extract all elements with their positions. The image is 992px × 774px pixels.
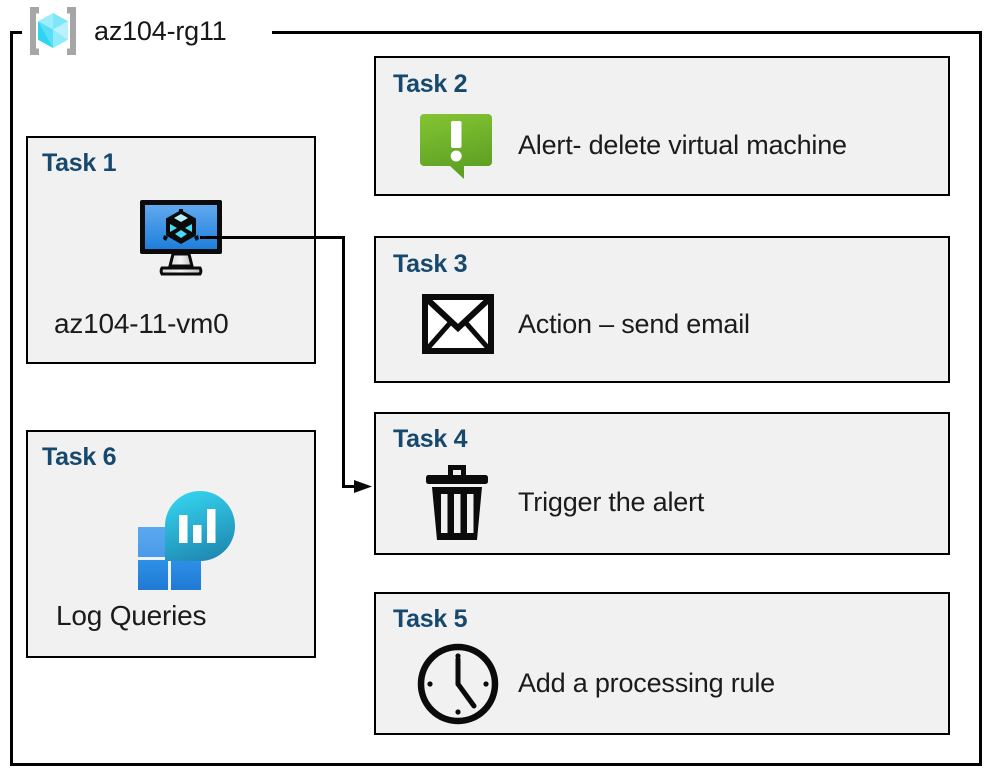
task5-caption: Add a processing rule [518, 668, 775, 698]
card-task3[interactable]: Task 3 Action – send email [374, 236, 950, 383]
resource-group-title: az104-rg11 [94, 15, 227, 46]
task2-label: Task 2 [393, 70, 468, 98]
log-analytics-icon [132, 487, 242, 592]
task3-label: Task 3 [393, 250, 468, 278]
card-task4[interactable]: Task 4 Trigger the alert [374, 412, 950, 555]
trash-can-icon [424, 462, 490, 542]
resource-group-header: az104-rg11 [22, 2, 235, 60]
card-task5[interactable]: Task 5 Add a processing rule [374, 592, 950, 735]
task1-label: Task 1 [42, 149, 117, 177]
task6-label: Task 6 [42, 443, 117, 471]
card-task2[interactable]: Task 2 Alert- delete virtual machine [374, 56, 950, 196]
task3-caption: Action – send email [518, 309, 750, 339]
resource-group-frame-bottom [10, 763, 982, 766]
clock-icon [416, 642, 500, 726]
task4-label: Task 4 [393, 425, 468, 453]
connector-arrowhead-icon [352, 476, 374, 497]
resource-group-frame-left [10, 31, 13, 766]
task5-label: Task 5 [393, 605, 468, 633]
card-task6[interactable]: Task 6 [26, 430, 316, 658]
resource-group-frame-right [979, 31, 982, 766]
task6-caption: Log Queries [56, 600, 207, 631]
task4-caption: Trigger the alert [518, 487, 705, 517]
virtual-machine-icon [136, 198, 228, 276]
alert-exclamation-callout-icon [420, 110, 492, 182]
connector-segment-vertical [342, 236, 345, 488]
envelope-icon [422, 294, 494, 354]
resource-group-frame-top-left [10, 31, 32, 34]
resource-group-cube-icon [22, 4, 84, 58]
resource-group-frame-top-right [272, 31, 982, 34]
connector-segment-horizontal-top [200, 236, 345, 239]
task2-caption: Alert- delete virtual machine [518, 130, 847, 160]
card-task1[interactable]: Task 1 [26, 136, 316, 364]
task1-caption: az104-11-vm0 [54, 308, 229, 339]
